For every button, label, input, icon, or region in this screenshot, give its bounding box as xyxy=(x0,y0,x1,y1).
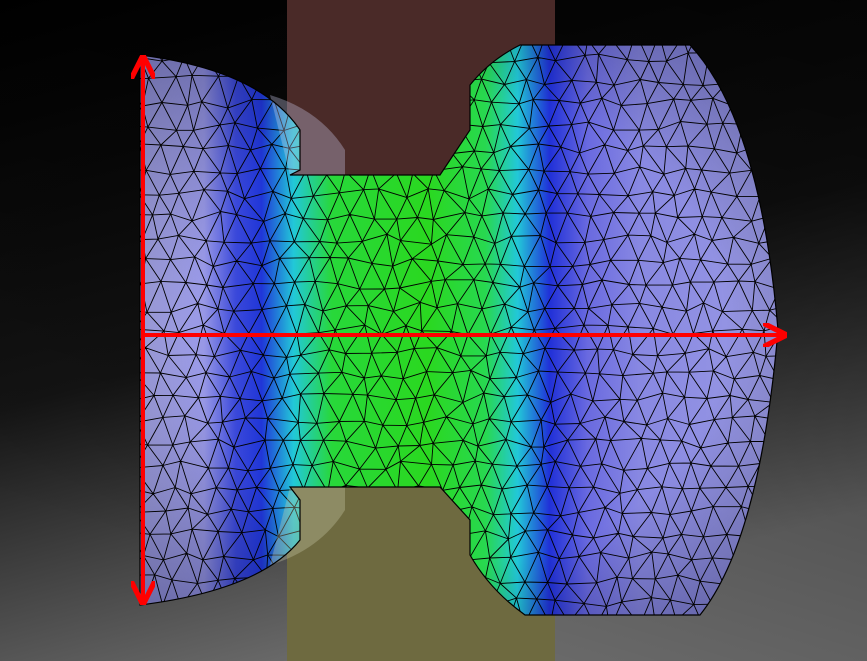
mesh-wireframe xyxy=(140,45,778,615)
neck-fade-bottom xyxy=(270,487,345,565)
mesh-triangle-edges xyxy=(140,45,778,615)
